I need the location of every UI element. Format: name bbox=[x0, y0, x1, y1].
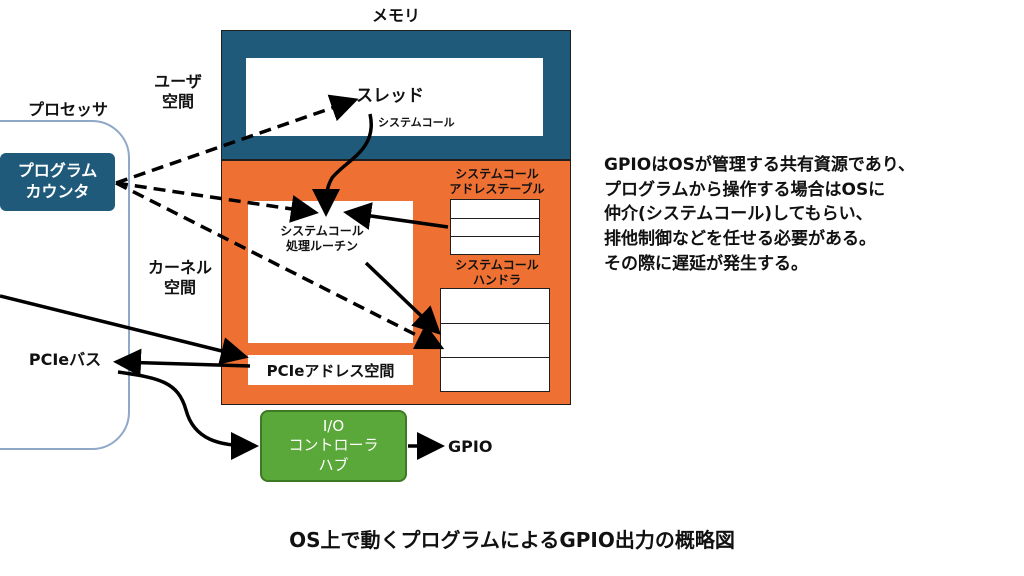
syscall-routine-box bbox=[248, 201, 413, 343]
processor-label: プロセッサ bbox=[27, 100, 108, 119]
arrow-routine-to-handler bbox=[364, 261, 442, 335]
arrow-pc-to-routine bbox=[115, 181, 319, 223]
syscall-routine-label-line1: システムコール bbox=[280, 224, 364, 238]
arrow-processor-to-pcie bbox=[0, 294, 249, 365]
kernel-space-label-line2: 空間 bbox=[163, 278, 196, 297]
syscall-routine-label: システムコール 処理ルーチン bbox=[262, 224, 382, 254]
syscall-addr-table-label: システムコール アドレステーブル bbox=[432, 167, 562, 197]
table-row bbox=[451, 219, 539, 238]
arrow-table-to-routine bbox=[343, 202, 449, 230]
io-hub-label-line3: ハブ bbox=[318, 455, 349, 474]
kernel-space-label: カーネル 空間 bbox=[140, 258, 220, 298]
syscall-addr-table-label-line2: アドレステーブル bbox=[449, 182, 545, 196]
note-line: プログラムから操作する場合はOSに bbox=[604, 179, 886, 200]
syscall-handler-table bbox=[440, 288, 550, 392]
io-controller-hub-box: I/O コントローラ ハブ bbox=[260, 410, 407, 482]
thread-label: スレッド bbox=[356, 86, 424, 106]
pcie-bus-label: PCIeバス bbox=[28, 350, 102, 369]
memory-label: メモリ bbox=[371, 6, 420, 25]
user-space-label-line2: 空間 bbox=[161, 92, 194, 111]
note-line: 仲介(システムコール)してもらい、 bbox=[604, 204, 873, 225]
io-hub-label-line2: コントローラ bbox=[288, 436, 379, 455]
user-space-label-line1: ユーザ bbox=[154, 72, 202, 91]
syscall-handler-label-line1: システムコール bbox=[455, 258, 539, 272]
arrow-pc-to-handler bbox=[115, 181, 445, 350]
program-counter-label-line2: カウンタ bbox=[25, 182, 90, 201]
arrow-bus-to-hub bbox=[117, 370, 259, 460]
thread-area bbox=[246, 58, 543, 136]
note-line: GPIOはOSが管理する共有資源であり、 bbox=[604, 155, 916, 175]
explanation-note: GPIOはOSが管理する共有資源であり、 プログラムから操作する場合はOSに 仲… bbox=[604, 153, 915, 276]
footer-caption: OS上で動くプログラムによるGPIO出力の概略図 bbox=[289, 528, 735, 552]
user-space-label: ユーザ 空間 bbox=[148, 72, 208, 112]
kernel-space-label-line1: カーネル bbox=[147, 258, 212, 277]
arrow-pcie-to-bus bbox=[113, 348, 251, 377]
gpio-label: GPIO bbox=[448, 437, 493, 456]
syscall-routine-label-line2: 処理ルーチン bbox=[285, 239, 358, 253]
note-line: 排他制御などを任せる必要がある。 bbox=[604, 228, 876, 249]
program-counter-label-line1: プログラム bbox=[17, 161, 98, 181]
table-row bbox=[441, 289, 549, 324]
table-row bbox=[451, 200, 539, 219]
arrow-pc-to-thread bbox=[115, 94, 359, 185]
syscall-label: システムコール bbox=[378, 116, 455, 129]
note-line: その際に遅延が発生する。 bbox=[604, 253, 808, 274]
program-counter-box: プログラム カウンタ bbox=[0, 153, 115, 211]
arrow-thread-to-routine bbox=[311, 113, 374, 217]
pcie-address-space-box: PCIeアドレス空間 bbox=[248, 355, 413, 385]
syscall-handler-label-line2: ハンドラ bbox=[472, 273, 521, 287]
table-row bbox=[441, 324, 549, 359]
io-hub-label-line1: I/O bbox=[322, 416, 345, 435]
syscall-handler-label: システムコール ハンドラ bbox=[432, 258, 562, 288]
syscall-addr-table bbox=[450, 199, 540, 255]
syscall-addr-table-label-line1: システムコール bbox=[455, 167, 539, 181]
